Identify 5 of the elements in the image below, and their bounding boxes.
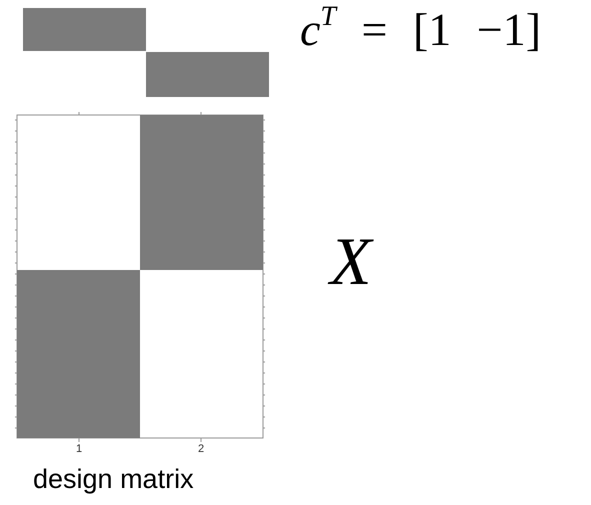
matrix-symbol: X (330, 225, 372, 297)
column-number: 2 (198, 443, 204, 456)
contrast-formula: c$^{T}$ = [1 −1] (300, 0, 542, 57)
caption: design matrix (33, 463, 194, 496)
column-number: 1 (76, 443, 82, 456)
